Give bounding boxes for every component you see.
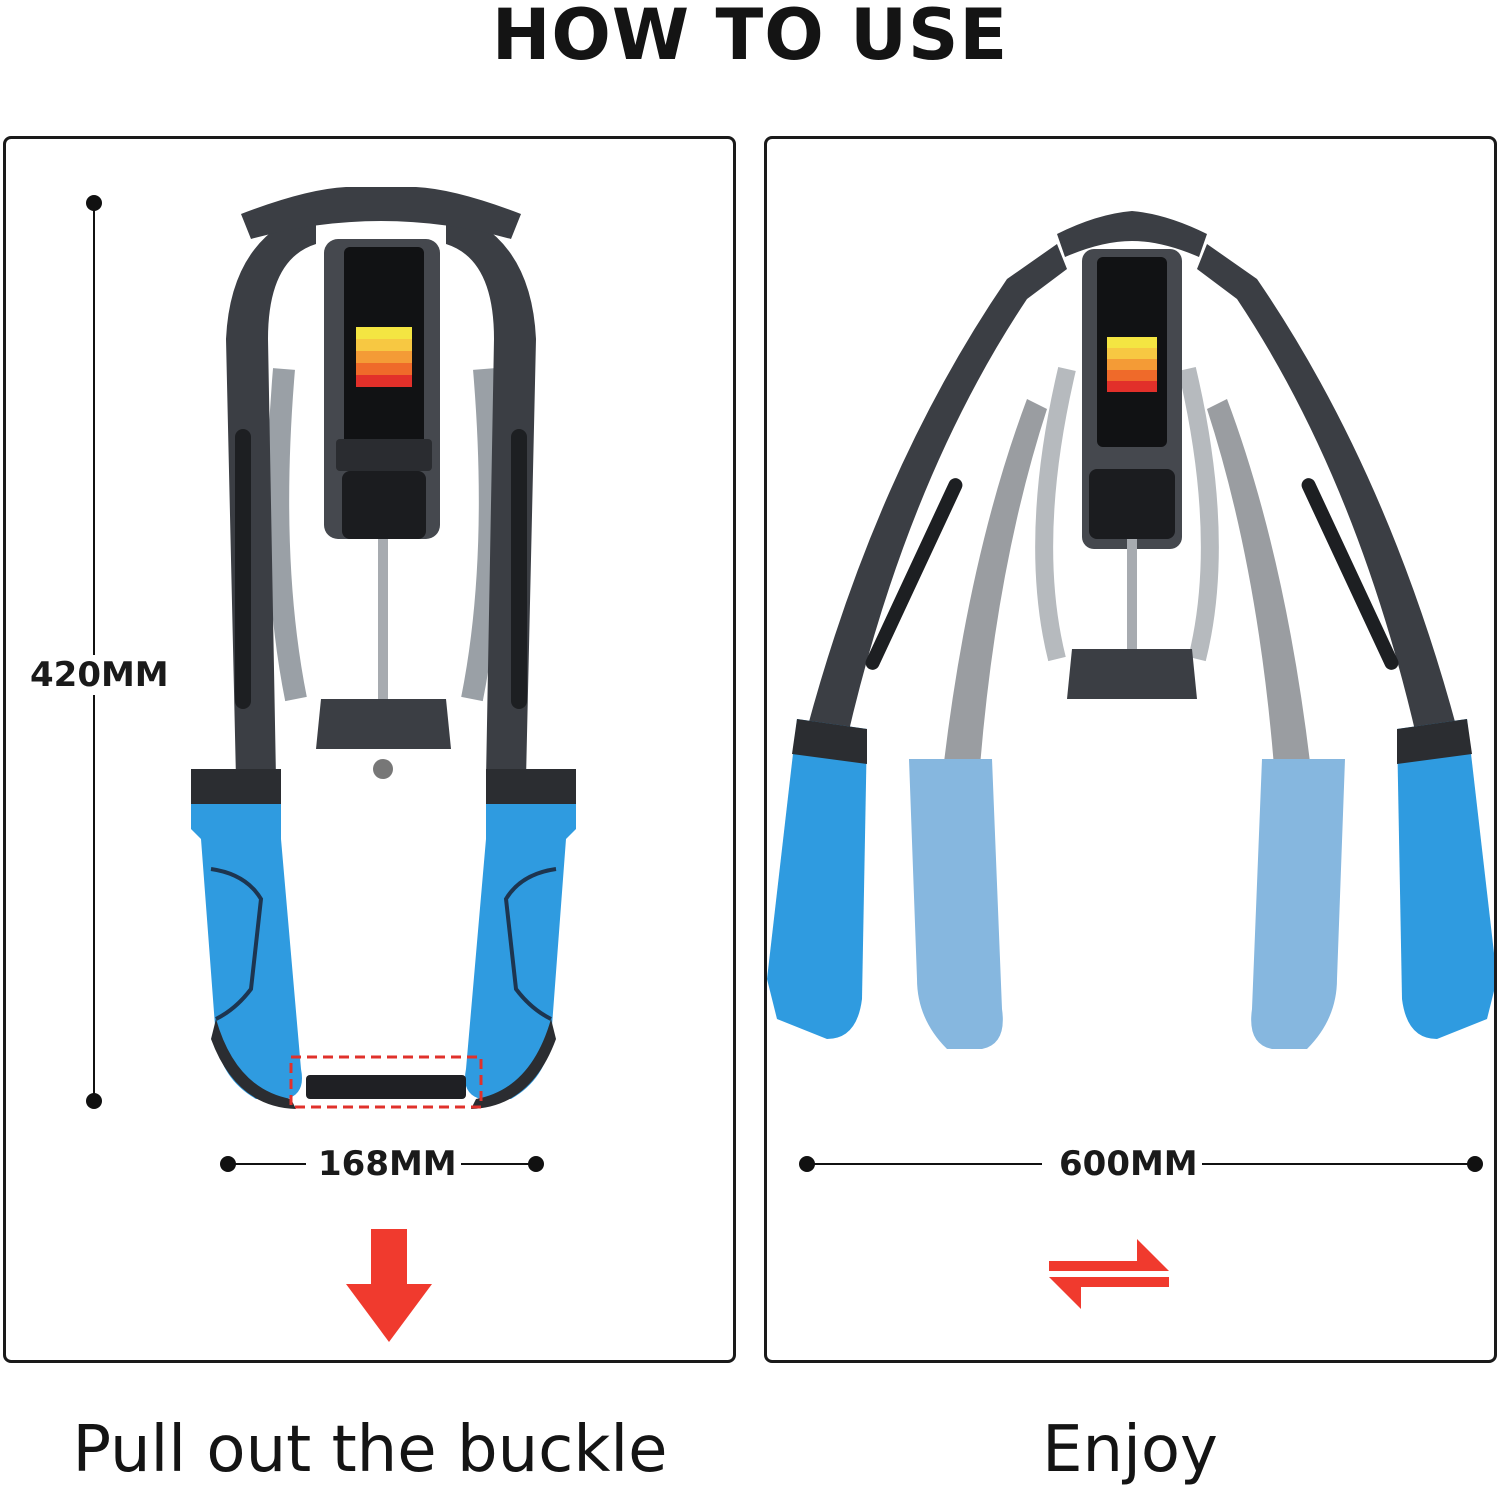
closed-width-dimension-label: 168MM [318, 1144, 457, 1184]
right-caption: Enjoy [1042, 1413, 1218, 1487]
page-title: HOW TO USE [491, 0, 1009, 76]
height-dimension-label: 420MM [30, 655, 169, 695]
left-caption: Pull out the buckle [72, 1413, 668, 1487]
right-panel-open: 600MM [764, 136, 1497, 1363]
down-arrow-icon [346, 1229, 432, 1342]
open-width-dimension-label: 600MM [1059, 1144, 1198, 1184]
arm-strengthener-closed-illustration [86, 187, 576, 1342]
left-panel-closed: 420MM 168MM [3, 136, 736, 1363]
arm-strengthener-open-illustration [767, 211, 1494, 1309]
swap-arrows-icon [1049, 1239, 1169, 1309]
